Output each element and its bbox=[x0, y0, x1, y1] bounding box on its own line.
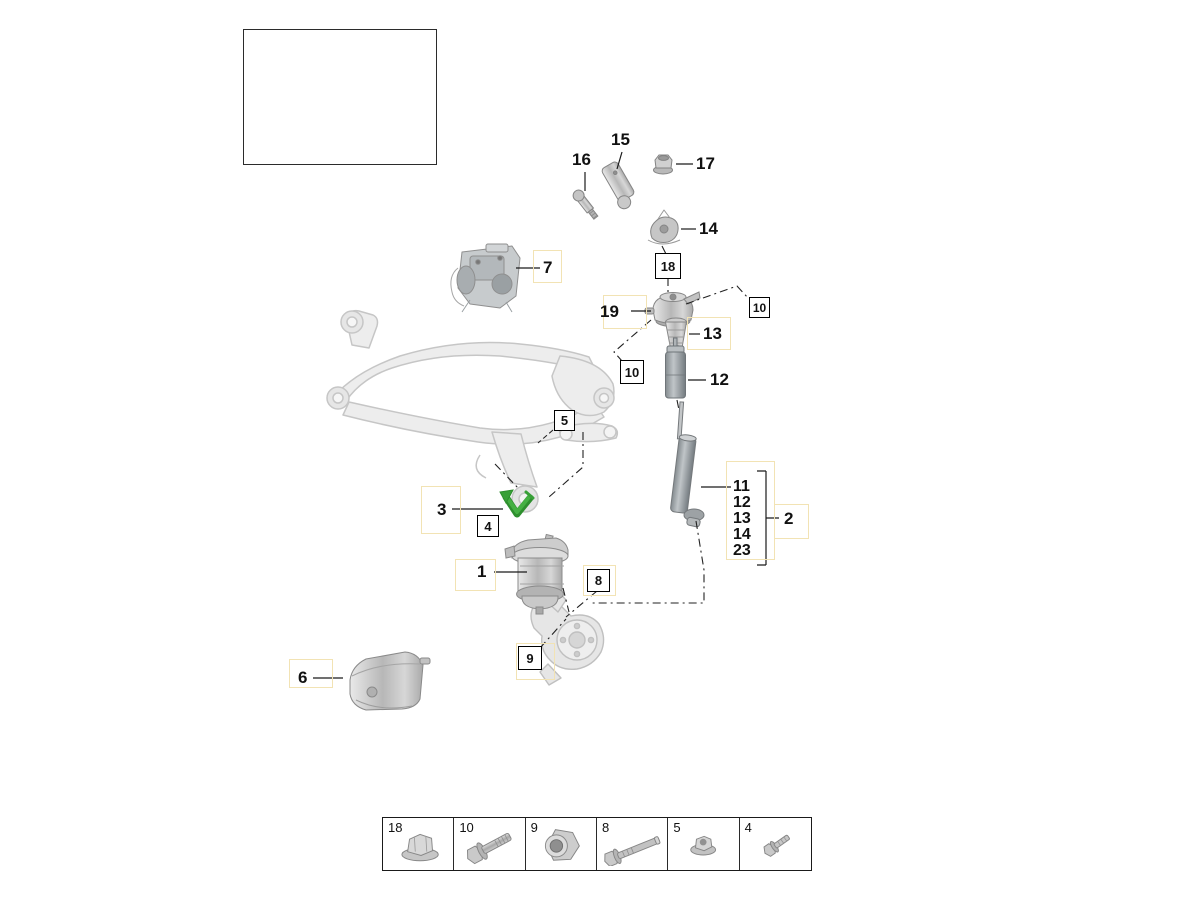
group2-item-13[interactable]: 13 bbox=[733, 510, 751, 527]
group2-item-23[interactable]: 23 bbox=[733, 542, 751, 559]
legend-cell-4[interactable]: 4 bbox=[740, 818, 811, 870]
vehicle-thumbnail-frame bbox=[243, 29, 437, 165]
group2-item-12[interactable]: 12 bbox=[733, 494, 751, 511]
callout-15[interactable]: 15 bbox=[611, 130, 630, 149]
hex-flange-bolt-icon bbox=[467, 833, 512, 865]
cover-drawing[interactable] bbox=[349, 651, 431, 711]
legend-cell-9[interactable]: 9 bbox=[526, 818, 597, 870]
callout-16[interactable]: 16 bbox=[572, 150, 591, 169]
small-hex-bolt-icon bbox=[763, 834, 790, 857]
dashed-lines bbox=[537, 429, 554, 444]
legend-cell-9-number: 9 bbox=[530, 820, 538, 835]
legend-cell-8[interactable]: 8 bbox=[597, 818, 669, 870]
group2-item-14[interactable]: 14 bbox=[733, 526, 751, 543]
legend-cell-4-number: 4 bbox=[744, 820, 752, 835]
legend-cell-8-number: 8 bbox=[602, 820, 610, 835]
boxed-callout-8[interactable]: 8 bbox=[587, 569, 610, 592]
wheel-carrier-drawing[interactable] bbox=[530, 588, 605, 686]
legend-cell-5-number: 5 bbox=[673, 820, 681, 835]
boxed-callout-10-left[interactable]: 10 bbox=[620, 360, 644, 384]
boxed-callout-4[interactable]: 4 bbox=[477, 515, 499, 537]
flange-nut-icon bbox=[401, 833, 439, 862]
collar-nut-icon bbox=[544, 829, 580, 861]
callout-1[interactable]: 1 bbox=[477, 562, 487, 581]
callout-2[interactable]: 2 bbox=[784, 509, 794, 528]
fastener-legend-table: 18 10 9 bbox=[382, 817, 812, 871]
legend-cell-5[interactable]: 5 bbox=[668, 818, 740, 870]
callout-7[interactable]: 7 bbox=[543, 258, 553, 277]
legend-cell-10[interactable]: 10 bbox=[454, 818, 526, 870]
air-compressor-drawing[interactable] bbox=[450, 243, 521, 313]
long-hex-bolt-icon bbox=[604, 836, 661, 866]
buffer-sleeve-drawing[interactable] bbox=[599, 161, 640, 212]
boxed-callout-10-right[interactable]: 10 bbox=[749, 297, 770, 318]
callout-12[interactable]: 12 bbox=[710, 370, 729, 389]
group2-item-11[interactable]: 11 bbox=[733, 478, 750, 495]
legend-cell-10-number: 10 bbox=[459, 820, 474, 835]
boxed-callout-5[interactable]: 5 bbox=[554, 410, 575, 431]
dust-boot-drawing[interactable] bbox=[665, 337, 686, 399]
callout-6[interactable]: 6 bbox=[298, 668, 308, 687]
callout-13[interactable]: 13 bbox=[703, 324, 722, 343]
legend-cell-18-number: 18 bbox=[388, 820, 403, 835]
callout-19[interactable]: 19 bbox=[600, 302, 619, 321]
callout-3[interactable]: 3 bbox=[437, 500, 447, 519]
leader-lines bbox=[313, 151, 779, 679]
selected-part-highlight[interactable] bbox=[499, 489, 535, 518]
air-spring-drawing[interactable] bbox=[504, 533, 569, 615]
legend-cell-18[interactable]: 18 bbox=[383, 818, 455, 870]
callout-14[interactable]: 14 bbox=[699, 219, 718, 238]
boxed-callout-18[interactable]: 18 bbox=[655, 253, 681, 279]
retaining-bracket-drawing[interactable] bbox=[647, 209, 681, 245]
residual-pressure-valve-drawing[interactable] bbox=[571, 188, 600, 221]
callout-17[interactable]: 17 bbox=[696, 154, 715, 173]
flange-nut-small-icon bbox=[690, 835, 717, 856]
boxed-callout-9[interactable]: 9 bbox=[518, 646, 542, 670]
hex-nut-drawing[interactable] bbox=[653, 154, 673, 175]
shock-absorber-drawing[interactable] bbox=[670, 401, 705, 528]
